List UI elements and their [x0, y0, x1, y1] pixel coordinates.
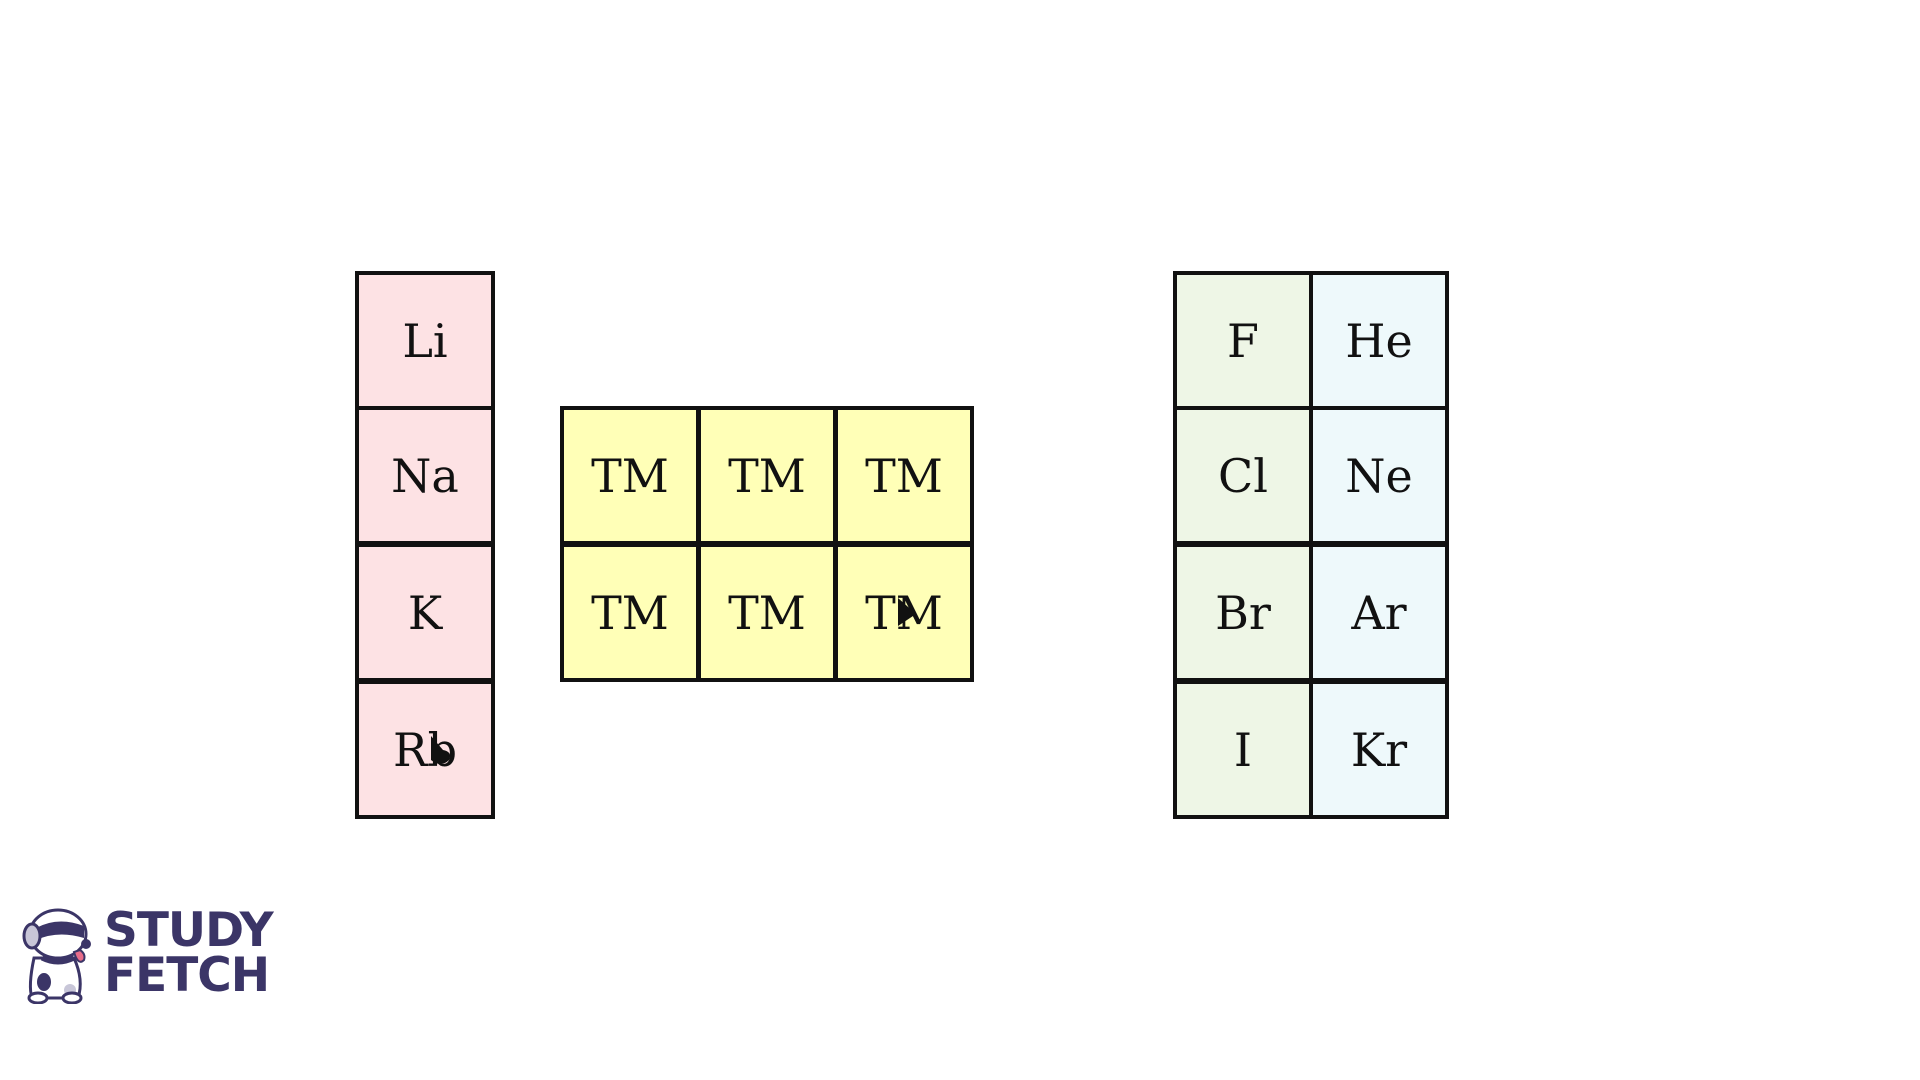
element-symbol: Li	[402, 313, 448, 368]
element-symbol: He	[1345, 313, 1413, 368]
element-cell-ne: Ne	[1309, 406, 1449, 545]
element-cell-ar: Ar	[1309, 543, 1449, 682]
element-cell-na: Na	[355, 406, 495, 545]
element-symbol: F	[1227, 313, 1259, 368]
element-cell-k: K	[355, 543, 495, 682]
logo-wordmark: STUDY FETCH	[104, 903, 274, 1003]
element-cell-rb: Rb	[355, 680, 495, 819]
element-symbol: TM	[728, 585, 806, 640]
element-symbol: Ne	[1345, 448, 1413, 503]
element-cell-tm: TM	[834, 543, 974, 682]
element-cell-kr: Kr	[1309, 680, 1449, 819]
study-fetch-logo: STUDY FETCH	[14, 900, 294, 1010]
element-cell-tm: TM	[834, 406, 974, 545]
element-cell-tm: TM	[560, 543, 700, 682]
element-symbol: Cl	[1218, 448, 1268, 503]
element-symbol: Rb	[392, 722, 458, 777]
element-cell-tm: TM	[560, 406, 700, 545]
element-symbol: TM	[591, 585, 669, 640]
element-symbol: TM	[865, 448, 943, 503]
element-cell-i: I	[1173, 680, 1313, 819]
element-cell-li: Li	[355, 271, 495, 410]
element-cell-f: F	[1173, 271, 1313, 410]
element-symbol: Na	[391, 448, 459, 503]
logo-line-study: STUDY	[104, 903, 274, 958]
element-symbol: K	[407, 585, 443, 640]
element-cell-tm: TM	[697, 543, 837, 682]
dog-mascot-icon	[22, 908, 91, 1004]
element-symbol: TM	[728, 448, 806, 503]
element-cell-he: He	[1309, 271, 1449, 410]
element-symbol: Br	[1215, 585, 1271, 640]
element-cell-tm: TM	[697, 406, 837, 545]
element-symbol: TM	[591, 448, 669, 503]
element-symbol: Ar	[1351, 585, 1407, 640]
element-symbol: TM	[865, 585, 943, 640]
logo-line-fetch: FETCH	[104, 948, 270, 1003]
element-cell-cl: Cl	[1173, 406, 1313, 545]
element-symbol: Kr	[1350, 722, 1408, 777]
element-symbol: I	[1233, 722, 1253, 777]
element-cell-br: Br	[1173, 543, 1313, 682]
